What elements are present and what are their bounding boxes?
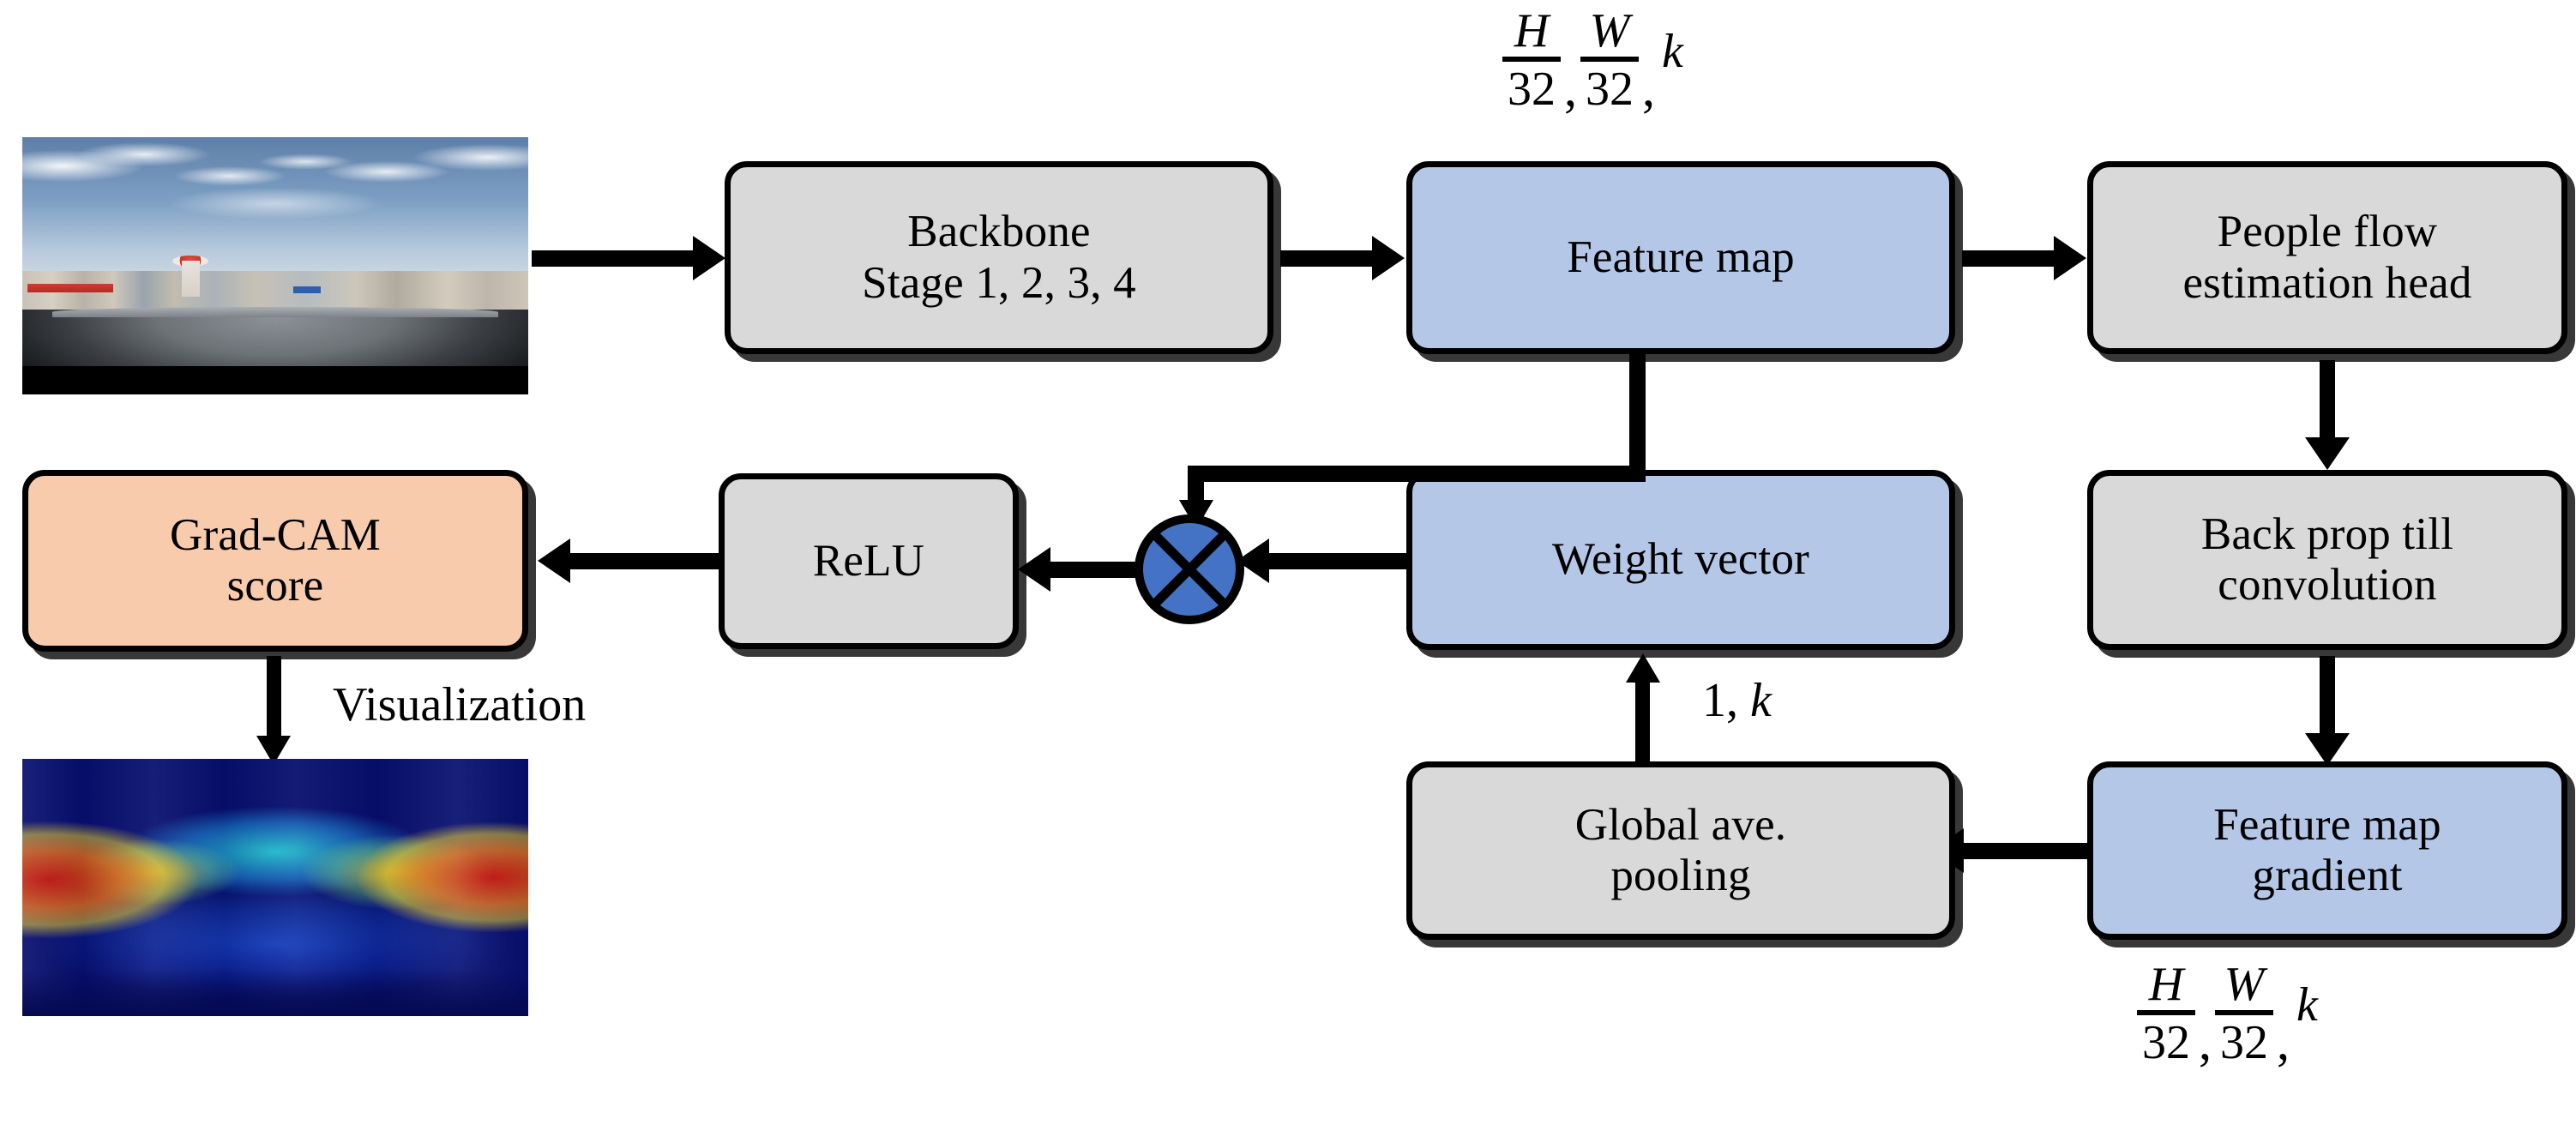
heatmap-bottom-shade	[22, 970, 528, 1016]
node-grad-cam-score[interactable]: Grad-CAM score	[22, 470, 528, 652]
node-relu-label: ReLU	[812, 535, 925, 586]
fraction-bar	[2137, 1010, 2195, 1015]
fraction-bar	[1502, 57, 1561, 62]
sign-tower-pole	[181, 261, 201, 297]
nadir-black-band	[22, 366, 528, 394]
pooled-shape-label: 1, k	[1702, 673, 1772, 728]
storefront-sign	[27, 284, 114, 292]
node-back-prop-line2: convolution	[2218, 560, 2437, 610]
node-weight-vector-label: Weight vector	[1551, 534, 1810, 585]
numerator-w: W	[2224, 958, 2265, 1011]
edge-pooling-to-weightvector-line	[1635, 677, 1650, 763]
visualization-label: Visualization	[333, 678, 587, 731]
node-weight-vector[interactable]: Weight vector	[1406, 470, 1955, 650]
edge-relu-to-gradcam-arrowhead	[538, 538, 570, 583]
edge-multiply-to-relu-line	[1050, 562, 1141, 578]
node-feature-map[interactable]: Feature map	[1406, 161, 1955, 354]
node-grad-cam-score-line2: score	[226, 561, 324, 611]
edge-weightvector-to-multiply-line	[1269, 553, 1411, 569]
node-grad-cam-score-line1: Grad-CAM	[170, 509, 381, 560]
node-feature-map-gradient-line1: Feature map	[2213, 799, 2441, 850]
grad-cam-heatmap	[22, 759, 528, 1016]
edge-input-to-backbone-line	[532, 250, 695, 267]
node-feature-map-gradient-line2: gradient	[2252, 851, 2403, 900]
node-relu[interactable]: ReLU	[719, 473, 1019, 649]
edge-backbone-to-featuremap-line	[1280, 250, 1375, 267]
edge-backbone-to-featuremap-arrowhead	[1372, 236, 1405, 280]
edge-featuremap-to-multiply-horizontal	[1188, 466, 1646, 482]
fraction-bar	[1580, 57, 1639, 62]
node-global-ave-pooling-line1: Global ave.	[1574, 799, 1787, 850]
denominator-32: 32	[1508, 63, 1556, 116]
comma-separator-2: ,	[1642, 60, 1655, 117]
node-global-ave-pooling[interactable]: Global ave. pooling	[1406, 761, 1955, 940]
node-backbone-line1: Backbone	[907, 207, 1091, 257]
fraction-bar	[2215, 1010, 2273, 1015]
edge-head-to-backprop-line	[2320, 360, 2335, 446]
numerator-w: W	[1589, 4, 1630, 57]
input-image	[22, 137, 528, 394]
edge-backprop-to-gradient-line	[2320, 656, 2335, 742]
multiply-node[interactable]	[1135, 514, 1244, 624]
channels-k: k	[1662, 25, 1683, 78]
pooled-shape-italic-k: k	[1750, 674, 1772, 727]
node-feature-map-gradient[interactable]: Feature map gradient	[2087, 761, 2567, 940]
gradient-shape-label: H 32 , W 32 , k	[2135, 960, 2318, 1070]
node-feature-map-label: Feature map	[1567, 232, 1795, 282]
node-people-flow-estimation-head[interactable]: People flow estimation head	[2087, 161, 2567, 354]
edge-pooling-to-weightvector-arrowhead	[1626, 653, 1660, 683]
edge-featuremap-to-multiply-vertical-2	[1188, 466, 1204, 507]
comma-separator-1: ,	[2199, 1014, 2212, 1070]
edge-relu-to-gradcam-line	[570, 553, 720, 569]
comma-separator-2: ,	[2277, 1014, 2290, 1070]
node-backbone[interactable]: Backbone Stage 1, 2, 3, 4	[725, 161, 1273, 354]
node-people-flow-head-line1: People flow	[2217, 207, 2438, 257]
denominator-32: 32	[1586, 63, 1634, 116]
denominator-32: 32	[2220, 1016, 2268, 1069]
w-over-32-fraction: W 32	[1580, 7, 1639, 113]
edge-backprop-to-gradient-arrowhead	[2305, 733, 2350, 766]
output-heatmap-image	[22, 759, 528, 1016]
denominator-32: 32	[2142, 1016, 2190, 1069]
panorama-photo	[22, 137, 528, 394]
edge-gradient-to-pooling-line	[1964, 843, 2092, 859]
sky-region	[22, 137, 528, 281]
node-back-prop-line1: Back prop till	[2200, 508, 2454, 559]
comma-separator-1: ,	[1564, 60, 1577, 117]
road-sign	[292, 286, 322, 293]
edge-head-to-backprop-arrowhead	[2305, 437, 2350, 470]
edge-multiply-to-relu-arrowhead	[1018, 547, 1050, 592]
edge-featuremap-to-head-line	[1962, 250, 2056, 267]
channels-k: k	[2296, 978, 2318, 1032]
numerator-h: H	[1514, 4, 1550, 57]
node-backbone-line2: Stage 1, 2, 3, 4	[862, 257, 1136, 308]
numerator-h: H	[2148, 958, 2184, 1011]
edge-featuremap-to-head-arrowhead	[2054, 236, 2086, 280]
edge-featuremap-to-multiply-vertical-1	[1629, 353, 1646, 482]
node-back-prop-till-convolution[interactable]: Back prop till convolution	[2087, 470, 2567, 650]
feature-map-shape-label: H 32 , W 32 , k	[1501, 7, 1683, 117]
vehicle-hood-rim	[52, 307, 498, 317]
edge-input-to-backbone-arrowhead	[693, 236, 725, 280]
h-over-32-fraction: H 32	[1502, 7, 1561, 113]
h-over-32-fraction: H 32	[2137, 960, 2195, 1067]
node-people-flow-head-line2: estimation head	[2182, 257, 2472, 308]
w-over-32-fraction: W 32	[2215, 960, 2273, 1067]
pooled-shape-text: 1,	[1702, 674, 1750, 727]
edge-gradcam-to-heatmap-line	[267, 656, 281, 746]
node-global-ave-pooling-line2: pooling	[1610, 851, 1751, 900]
